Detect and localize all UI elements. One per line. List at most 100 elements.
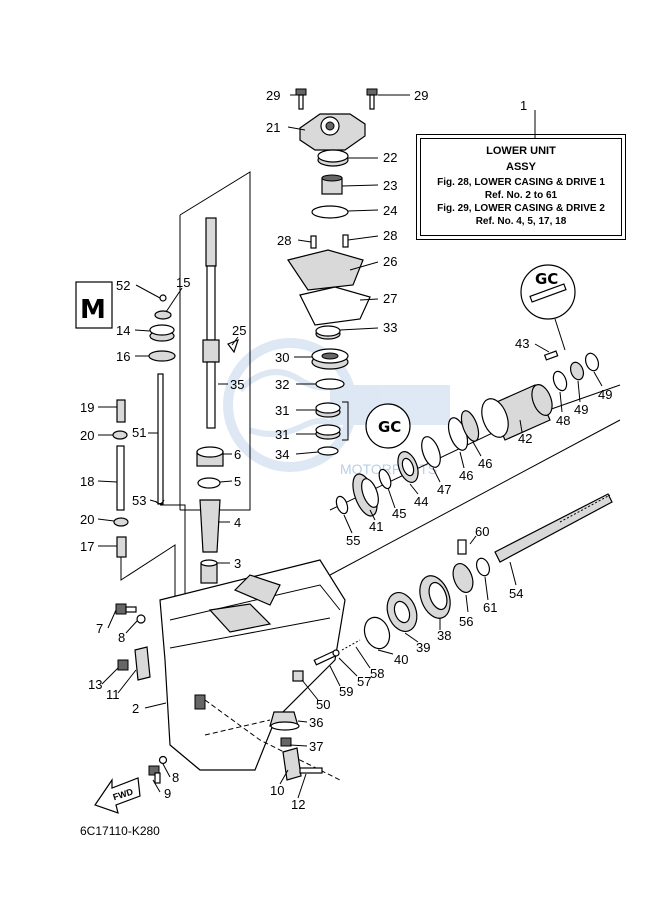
legend-ref: Ref. No. 4, 5, 17, 18 (475, 216, 567, 227)
callout-55: 55 (346, 533, 360, 548)
legend-title: LOWER UNIT (486, 145, 556, 157)
callout-54: 54 (509, 586, 523, 601)
callout-12: 12 (291, 797, 305, 812)
washer-8a (136, 614, 146, 624)
circlip-53 (155, 499, 165, 505)
callout-3: 3 (234, 556, 241, 571)
shim-40 (363, 616, 391, 650)
bolt-9 (148, 765, 161, 784)
dog-clutch-56 (452, 562, 474, 594)
anode-11 (134, 646, 151, 681)
bolt-7 (115, 603, 137, 615)
callout-17: 17 (80, 539, 94, 554)
callout-5: 5 (234, 474, 241, 489)
callout-28: 28 (277, 233, 291, 248)
callout-40: 40 (394, 652, 408, 667)
callout-42: 42 (518, 431, 532, 446)
callout-1: 1 (520, 98, 527, 113)
callout-29: 29 (266, 88, 280, 103)
o-ring-46b (460, 410, 480, 442)
callout-13: 13 (88, 677, 102, 692)
bearing-39 (386, 592, 418, 632)
callout-22: 22 (383, 150, 397, 165)
callout-16: 16 (116, 349, 130, 364)
callout-46: 46 (478, 456, 492, 471)
legend-subtitle: ASSY (506, 161, 536, 173)
ball-57 (332, 649, 340, 657)
cam-50 (292, 670, 304, 682)
shim-47 (421, 436, 441, 468)
grommet-16 (148, 350, 176, 362)
oil-seal-housing-30 (311, 348, 349, 370)
grease-icon-gc-b (365, 403, 411, 449)
callout-23: 23 (383, 178, 397, 193)
callout-24: 24 (383, 203, 397, 218)
callout-58: 58 (370, 666, 384, 681)
callout-8: 8 (172, 770, 179, 785)
callout-14: 14 (116, 323, 130, 338)
shim-5 (197, 477, 221, 489)
callout-9: 9 (164, 786, 171, 801)
callout-20: 20 (80, 428, 94, 443)
pin-60 (457, 539, 467, 555)
outer-plate-26 (287, 249, 364, 291)
callout-33: 33 (383, 320, 397, 335)
callout-59: 59 (339, 684, 353, 699)
forward-gear-41 (352, 473, 379, 517)
callout-26: 26 (383, 254, 397, 269)
washer-34 (317, 446, 339, 456)
callout-34: 34 (275, 447, 289, 462)
o-ring-52 (159, 294, 167, 302)
nut-37 (280, 737, 292, 747)
fwd-arrow-icon (94, 777, 141, 814)
callout-4: 4 (234, 515, 241, 530)
callout-31: 31 (275, 403, 289, 418)
clip-61 (475, 557, 491, 577)
callout-27: 27 (383, 291, 397, 306)
spring-58 (341, 639, 361, 651)
callout-31: 31 (275, 427, 289, 442)
diagram-code: 6C17110-K280 (80, 824, 160, 838)
gc-icon-b: GC (378, 418, 401, 436)
callout-50: 50 (316, 697, 330, 712)
washer-8b (158, 755, 168, 765)
bearing-housing-42 (481, 384, 553, 441)
callout-30: 30 (275, 350, 289, 365)
callout-18: 18 (80, 474, 94, 489)
callout-37: 37 (309, 739, 323, 754)
dowel-pins-28 (310, 234, 349, 249)
nut-13 (117, 659, 129, 671)
callout-7: 7 (96, 621, 103, 636)
insert-cartridge-22 (317, 149, 349, 167)
gasket-27 (299, 286, 371, 326)
callout-25: 25 (232, 323, 246, 338)
callout-11: 11 (106, 687, 120, 702)
bearing-3 (200, 559, 218, 584)
callout-15: 15 (176, 275, 190, 290)
callout-47: 47 (437, 482, 451, 497)
seal-49b (584, 352, 600, 372)
seal-15 (154, 310, 172, 320)
callout-53: 53 (132, 493, 146, 508)
pinion-36 (269, 711, 300, 731)
shift-rod-51 (157, 373, 164, 505)
clip-20a (112, 430, 128, 440)
callout-35: 35 (230, 377, 244, 392)
driveshaft-35 (202, 217, 220, 429)
shim-55 (335, 495, 349, 515)
callout-57: 57 (357, 674, 371, 689)
clip-20b (113, 517, 129, 527)
callout-21: 21 (266, 120, 280, 135)
callout-45: 45 (392, 506, 406, 521)
bearing-44 (397, 451, 419, 483)
callout-48: 48 (556, 413, 570, 428)
legend-box: LOWER UNIT ASSY Fig. 28, LOWER CASING & … (416, 134, 626, 240)
lower-casing-2 (159, 559, 346, 771)
tube-18 (116, 445, 125, 511)
sleeve-4 (199, 499, 221, 553)
o-ring-32 (315, 378, 345, 390)
callout-44: 44 (414, 494, 428, 509)
seal-48 (552, 370, 568, 392)
legend-ref: Fig. 29, LOWER CASING & DRIVE 2 (437, 203, 605, 214)
